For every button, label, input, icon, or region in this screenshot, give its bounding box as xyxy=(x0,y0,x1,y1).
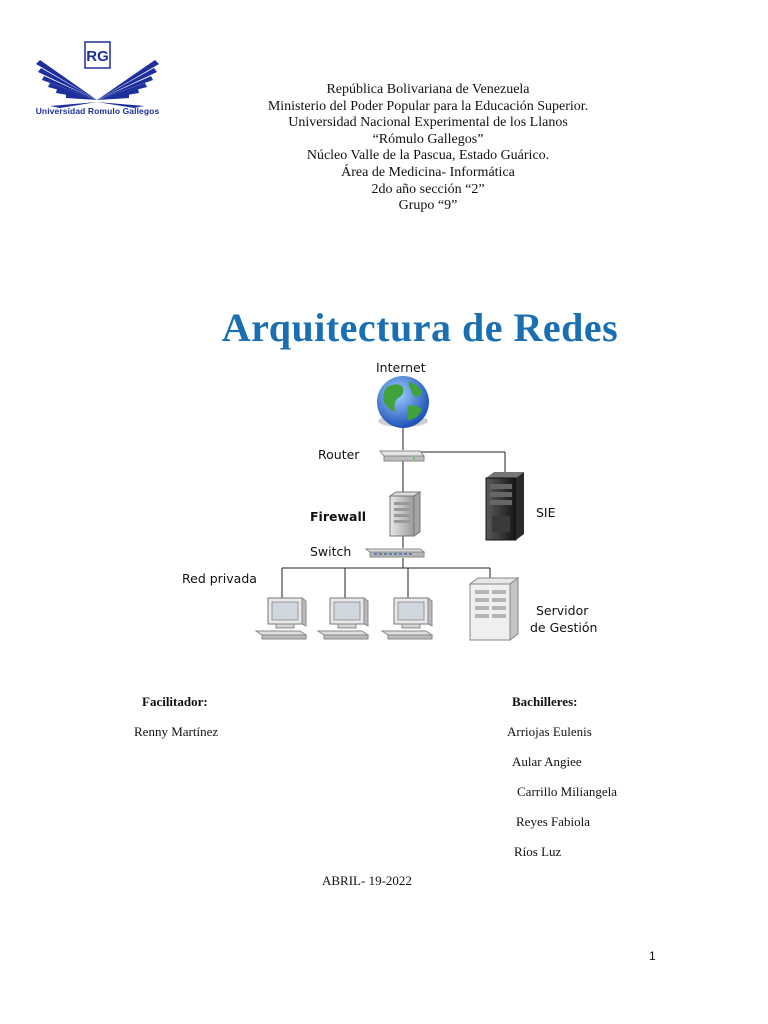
router-icon xyxy=(378,450,426,462)
switch-label: Switch xyxy=(310,544,351,559)
firewall-tower-icon xyxy=(388,491,422,537)
header-line: Área de Medicina- Informática xyxy=(341,164,515,180)
page-number: 1 xyxy=(649,949,656,963)
document-date: ABRIL- 19-2022 xyxy=(322,873,412,888)
bachilleres-heading: Bachilleres: xyxy=(512,694,578,709)
student-name: Reyes Fabiola xyxy=(516,814,591,829)
student-name: Carrillo Miliangela xyxy=(517,784,618,799)
student-name: Aular Angiee xyxy=(512,754,582,769)
switch-icon xyxy=(364,548,426,558)
internet-label: Internet xyxy=(376,360,426,375)
institution-header: República Bolivariana de Venezuela Minis… xyxy=(168,82,688,215)
header-line: “Rómulo Gallegos” xyxy=(372,131,484,147)
header-line: Universidad Nacional Experimental de los… xyxy=(288,115,568,131)
firewall-label: Firewall xyxy=(310,509,366,524)
facilitador-name: Renny Martínez xyxy=(134,724,219,739)
pc-icon xyxy=(254,597,308,640)
sie-label: SIE xyxy=(536,505,556,520)
red-privada-label: Red privada xyxy=(182,571,257,586)
globe-icon xyxy=(377,376,429,428)
network-diagram: Internet Router Firewall SIE Switch xyxy=(182,360,597,641)
svg-text:RG: RG xyxy=(86,48,109,65)
servidor-label: Servidor xyxy=(536,603,589,618)
student-name: Ríos Luz xyxy=(514,844,562,859)
logo-caption: Universidad Romulo Gallegos xyxy=(35,106,160,116)
header-line: Ministerio del Poder Popular para la Edu… xyxy=(267,98,589,114)
management-server-icon xyxy=(468,577,520,641)
gestion-label: de Gestión xyxy=(530,620,597,635)
header-line: 2do año sección “2” xyxy=(371,181,485,197)
pc-icon xyxy=(316,597,370,640)
header-line: Grupo “9” xyxy=(398,198,458,214)
university-logo-icon: RG xyxy=(36,41,159,108)
facilitador-heading: Facilitador: xyxy=(142,694,208,709)
header-line: República Bolivariana de Venezuela xyxy=(326,82,530,97)
router-label: Router xyxy=(318,447,360,462)
document-title: Arquitectura de Redes xyxy=(221,305,619,350)
student-name: Arriojas Eulenis xyxy=(507,724,592,739)
pc-icon xyxy=(380,597,434,640)
header-line: Núcleo Valle de la Pascua, Estado Guáric… xyxy=(306,148,550,164)
server-sie-icon xyxy=(485,472,524,541)
